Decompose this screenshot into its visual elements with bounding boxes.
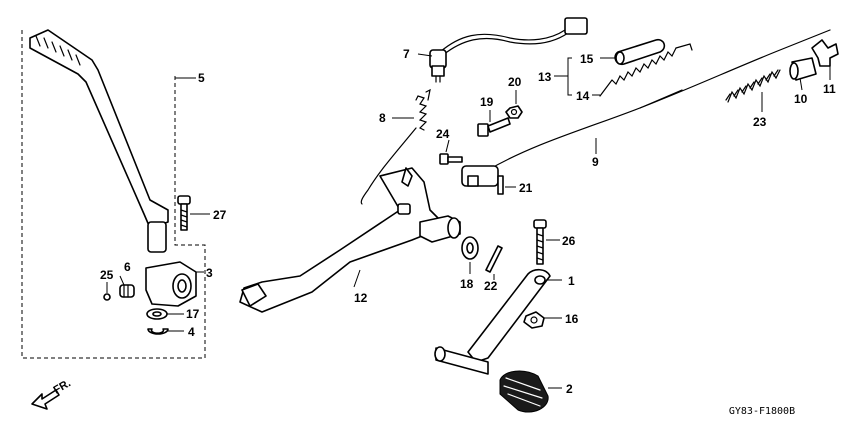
callout-12: 12 bbox=[354, 291, 368, 305]
callout-13: 13 bbox=[538, 70, 552, 84]
callout-9: 9 bbox=[592, 155, 599, 169]
callout-11: 11 bbox=[823, 82, 836, 96]
callout-17: 17 bbox=[186, 307, 200, 321]
front-direction-indicator: FR. bbox=[31, 377, 73, 410]
joint-3 bbox=[145, 261, 197, 307]
callout-18: 18 bbox=[460, 277, 474, 291]
callout-15: 15 bbox=[580, 52, 594, 66]
nut-20 bbox=[505, 105, 523, 119]
callout-4: 4 bbox=[188, 325, 195, 339]
washer-17 bbox=[146, 308, 168, 320]
spring-pin-6 bbox=[119, 284, 135, 298]
bolt-26 bbox=[533, 219, 547, 265]
kick-group-outline bbox=[21, 30, 206, 359]
diagram-code: GY83-F1800B bbox=[729, 406, 795, 417]
callout-23: 23 bbox=[753, 115, 767, 129]
callout-21: 21 bbox=[519, 181, 533, 195]
spring-14 bbox=[599, 43, 693, 97]
cotter-pin-22 bbox=[485, 245, 503, 273]
nut-16 bbox=[523, 311, 545, 329]
callout-19: 19 bbox=[480, 95, 494, 109]
callout-7: 7 bbox=[403, 47, 410, 61]
brake-switch-7 bbox=[429, 17, 588, 83]
washer-18 bbox=[461, 236, 479, 260]
spring-23 bbox=[725, 69, 781, 103]
pedal-rubber-2 bbox=[499, 370, 549, 413]
callout-25: 25 bbox=[100, 268, 114, 282]
front-arrow-icon bbox=[31, 389, 60, 410]
clevis-pin-21 bbox=[497, 175, 504, 195]
callout-20: 20 bbox=[508, 75, 522, 89]
brake-arm-1 bbox=[434, 268, 551, 375]
bolt-27 bbox=[177, 195, 191, 231]
callout-27: 27 bbox=[213, 208, 227, 222]
callout-22: 22 bbox=[484, 279, 498, 293]
kick-starter-arm bbox=[29, 29, 169, 253]
callout-1: 1 bbox=[568, 274, 575, 288]
bolt-19 bbox=[477, 117, 511, 137]
callout-14: 14 bbox=[576, 89, 590, 103]
callout-2: 2 bbox=[566, 382, 573, 396]
callout-3: 3 bbox=[206, 266, 213, 280]
callout-6: 6 bbox=[124, 260, 131, 274]
callout-8: 8 bbox=[379, 111, 386, 125]
wing-nut-11 bbox=[811, 39, 839, 67]
callout-26: 26 bbox=[562, 234, 576, 248]
leader-lines bbox=[106, 53, 831, 389]
bolt-24 bbox=[439, 153, 463, 165]
direction-label: FR. bbox=[52, 377, 73, 396]
callout-16: 16 bbox=[565, 312, 579, 326]
brake-cable-9 bbox=[461, 29, 831, 187]
ball-25 bbox=[103, 293, 111, 301]
circlip-4 bbox=[147, 328, 169, 335]
callout-5: 5 bbox=[198, 71, 205, 85]
callout-labels: 5 27 3 6 25 17 4 7 8 9 12 24 19 20 21 18… bbox=[100, 47, 836, 396]
brake-pedal-12 bbox=[239, 167, 461, 313]
callout-24: 24 bbox=[436, 127, 450, 141]
sleeve-15 bbox=[614, 38, 666, 66]
joint-10 bbox=[789, 57, 817, 81]
callout-10: 10 bbox=[794, 92, 808, 106]
spring-8 bbox=[360, 88, 431, 205]
